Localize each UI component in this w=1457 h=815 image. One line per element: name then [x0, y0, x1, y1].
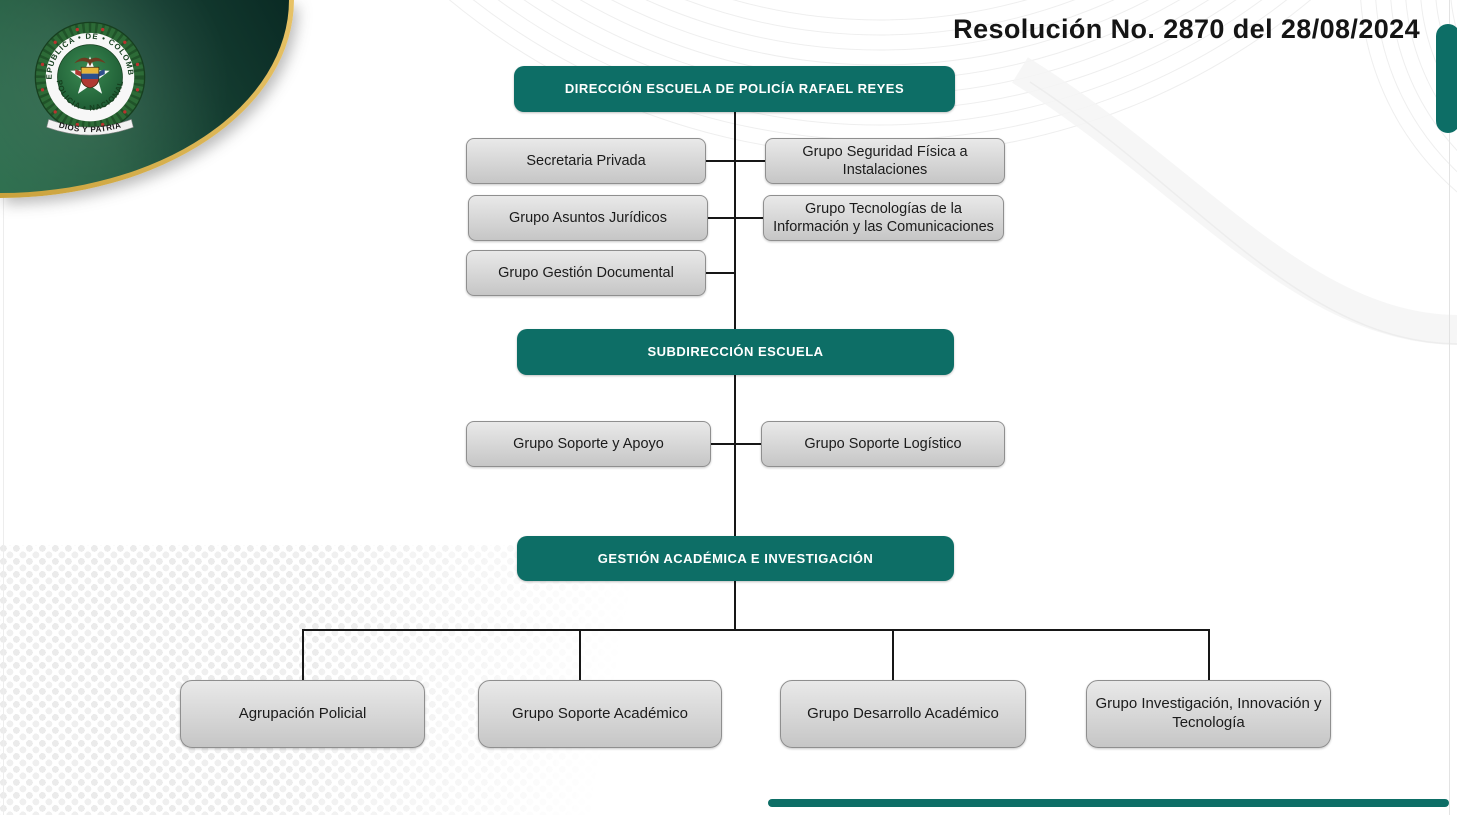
- org-node-secretaria-privada: Secretaria Privada: [466, 138, 706, 184]
- connector-drop-1: [302, 629, 304, 683]
- org-node-seguridad-fisica: Grupo Seguridad Física a Instalaciones: [765, 138, 1005, 184]
- svg-text:DIOS Y PATRIA: DIOS Y PATRIA: [58, 121, 122, 135]
- connector-main-3: [734, 581, 736, 631]
- org-node-soporte-apoyo: Grupo Soporte y Apoyo: [466, 421, 711, 467]
- seal-scroll: [46, 118, 134, 136]
- police-seal: REPUBLICA • DE • COLOMBIA POLICIA • NACI…: [31, 20, 146, 136]
- org-node-gestion-documental: Grupo Gestión Documental: [466, 250, 706, 296]
- org-node-soporte-academico: Grupo Soporte Académico: [478, 680, 722, 748]
- org-node-tecnologias-informacion: Grupo Tecnologías de la Información y la…: [763, 195, 1004, 241]
- org-node-investigacion-innovacion: Grupo Investigación, Innovación y Tecnol…: [1086, 680, 1331, 748]
- connector-drop-4: [1208, 629, 1210, 683]
- connector-row2: [704, 217, 766, 219]
- connector-row3: [704, 272, 735, 274]
- connector-drop-3: [892, 629, 894, 687]
- seal-flag-right: [98, 69, 105, 77]
- org-node-direccion: DIRECCIÓN ESCUELA DE POLICÍA RAFAEL REYE…: [514, 66, 955, 112]
- wreath-berries: [40, 27, 140, 127]
- org-node-desarrollo-academico: Grupo Desarrollo Académico: [780, 680, 1026, 748]
- footer-bar-decoration: [768, 799, 1449, 807]
- connector-row1: [704, 160, 766, 162]
- page-right-edge: [1449, 0, 1450, 815]
- seal-scroll-text: DIOS Y PATRIA: [58, 121, 122, 135]
- org-node-subdireccion: SUBDIRECCIÓN ESCUELA: [517, 329, 954, 375]
- resolution-title: Resolución No. 2870 del 28/08/2024: [953, 14, 1420, 44]
- connector-drop-2: [579, 629, 581, 687]
- connector-main-2: [734, 375, 736, 537]
- seal-shield: [80, 66, 100, 89]
- connector-main-1: [734, 112, 736, 330]
- connector-soporte: [709, 443, 763, 445]
- seal-condor: [74, 57, 106, 67]
- org-node-soporte-logistico: Grupo Soporte Logístico: [761, 421, 1005, 467]
- org-node-gestion-academica: GESTIÓN ACADÉMICA E INVESTIGACIÓN: [517, 536, 954, 581]
- page-left-edge: [3, 195, 4, 815]
- org-node-agrupacion-policial: Agrupación Policial: [180, 680, 425, 748]
- org-node-asuntos-juridicos: Grupo Asuntos Jurídicos: [468, 195, 708, 241]
- connector-bottom-rail: [302, 629, 1210, 631]
- side-tab-decoration: [1436, 24, 1457, 133]
